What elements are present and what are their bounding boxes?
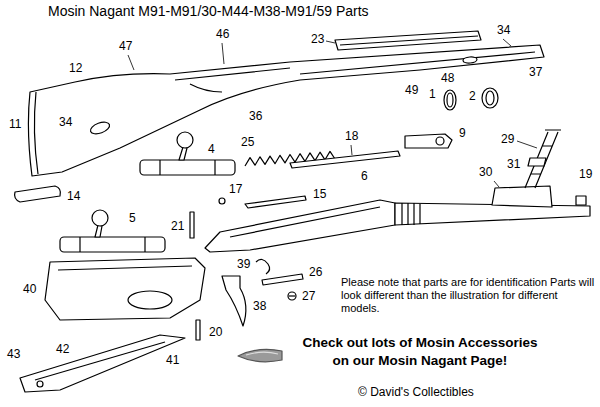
callout-number: 41 [165,354,180,367]
callout-number: 37 [528,66,543,79]
bolt-body [60,237,165,252]
ejector [245,196,306,208]
bolt-body [140,160,235,175]
handguard-line [340,36,478,45]
front-sight [576,196,586,205]
callout-number: 42 [55,343,70,356]
bolt-handle [95,225,102,237]
callout-number: 47 [118,40,133,53]
cocking-piece [405,134,452,148]
blade-shine [246,352,278,355]
callout-number: 20 [208,326,223,339]
callout-number: 11 [8,118,22,131]
screw [219,198,225,204]
sling-slot [463,56,477,63]
callout-number: 4 [207,143,216,156]
pin [196,320,200,340]
barrel-band [482,88,498,108]
callout-number: 39 [236,258,251,271]
callout-number: 23 [310,33,325,46]
leader-line [222,43,224,64]
hinge [37,381,43,387]
extractor [15,186,61,202]
callout-number: 43 [6,348,21,361]
trigger [222,276,246,326]
parts-note: Please note that parts are for identific… [341,276,596,315]
stock-groove [300,52,535,74]
page-title: Mosin Nagant M91-M91/30-M44-M38-M91/59 P… [48,3,369,20]
callout-number: 34 [496,24,511,37]
callout-number: 14 [66,190,81,203]
barrel-band [447,93,453,107]
leader-line [128,55,134,70]
chamber-threads [402,203,420,225]
magazine [45,258,205,320]
callout-number: 30 [478,166,493,179]
receiver-cutout [175,68,290,92]
bolt-detail [160,160,215,175]
callout-number: 49 [404,84,419,97]
callout-number: 29 [500,133,515,146]
callout-number: 46 [215,28,230,41]
callout-number: 26 [308,266,323,279]
sight-slider [528,158,546,166]
handguard [335,31,481,50]
callout-number: 25 [240,136,255,149]
barrel-band [444,90,456,110]
barrel [395,203,590,225]
leader-line [494,181,499,187]
leader-line [326,41,335,43]
callout-number: 5 [128,212,137,225]
bolt-handle [179,147,187,160]
butt-plate-line [34,92,38,174]
leader-line [351,145,352,155]
sight-ladder [525,130,561,188]
blade-icon [238,349,282,361]
callout-number: 31 [506,158,521,171]
callout-number: 6 [360,170,369,183]
callout-number: 34 [58,116,73,129]
leader-line [517,141,537,148]
sling-slot [89,120,111,136]
callout-number: 15 [312,188,327,201]
trigger-guard [128,291,172,309]
callout-number: 17 [228,183,243,196]
screw-slot [289,295,295,296]
callout-number: 40 [22,283,37,296]
bolt-knob [92,210,108,226]
callout-number: 36 [248,110,263,123]
barrel-band [486,91,494,105]
accessories-link-text: Check out lots of Mosin Accessories on o… [297,334,543,370]
receiver-line [230,207,380,237]
screw [288,292,296,300]
callout-number: 48 [440,72,455,85]
floorplate-line [35,342,165,380]
pin [190,212,194,238]
callout-number: 1 [428,88,437,101]
callout-number: 19 [578,168,593,181]
trigger-spring [256,259,270,274]
firing-pin [290,151,400,168]
callout-number: 2 [468,90,477,103]
callout-number: 12 [68,62,83,75]
copyright-notice: © David's Collectibles [358,385,474,399]
callout-number: 27 [301,290,316,303]
leader-line [503,39,511,46]
stock [28,45,544,176]
cocking-knob [436,137,444,145]
bolt-detail [80,237,145,252]
callout-number: 18 [344,130,359,143]
bolt-knob [177,132,193,148]
floorplate [20,335,185,392]
callout-number: 21 [170,220,185,233]
sight-base [492,186,552,207]
sear-spring [262,274,303,285]
callout-number: 9 [458,127,467,140]
callout-number: 38 [252,300,267,313]
receiver [205,200,395,252]
magazine-line [58,266,192,270]
